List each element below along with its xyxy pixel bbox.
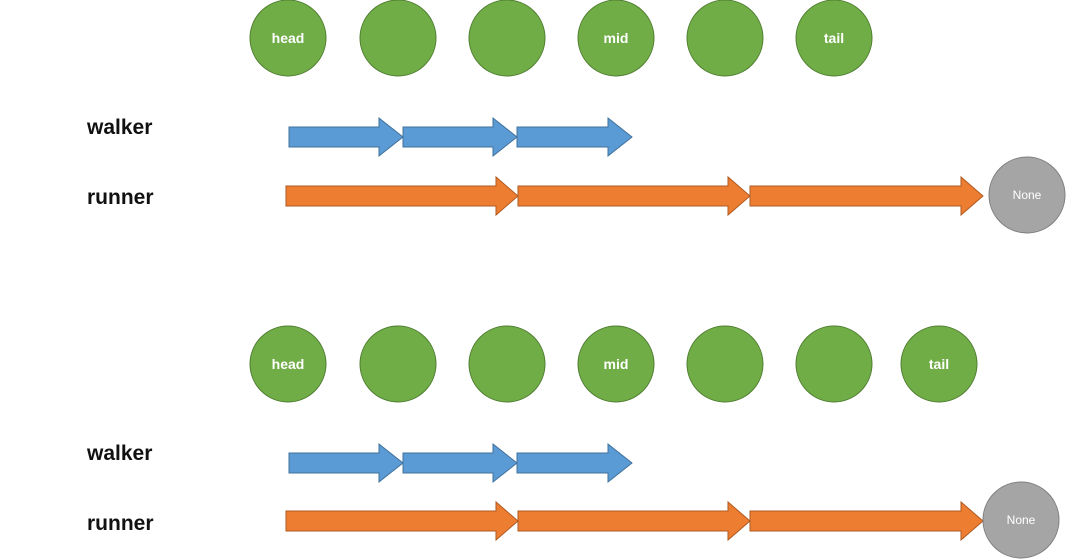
list-node [686,325,764,403]
panel-1: head mid tail walker runner None [86,0,1066,234]
node-label: tail [824,30,844,46]
none-node: None [988,156,1066,234]
node-circle [795,0,873,77]
walker-step-arrow [402,442,518,484]
runner-step-arrow [285,500,519,542]
node-circle [359,325,437,403]
walker-step-arrow [516,442,633,484]
list-node [468,325,546,403]
node-label: head [272,30,305,46]
runner-step-arrow [749,175,984,217]
node-circle [468,325,546,403]
node-circle [468,0,546,77]
walker-step-arrow [402,116,518,158]
node-circle [359,0,437,77]
runner-step-arrow [749,500,984,542]
runner-step-arrow [517,500,751,542]
node-circle [577,0,655,77]
list-node: tail [795,0,873,77]
list-node: tail [900,325,978,403]
node-circle [249,0,327,77]
list-node [359,325,437,403]
list-node: head [249,325,327,403]
list-node [468,0,546,77]
panel-2: head mid tail walker runner None [86,325,1060,559]
node-label: mid [604,30,629,46]
walker-label: walker [86,442,152,465]
none-circle [988,156,1066,234]
list-node: mid [577,0,655,77]
node-circle [577,325,655,403]
list-node [359,0,437,77]
none-label: None [1007,513,1036,527]
runner-label: runner [87,512,154,535]
walker-label: walker [86,116,152,139]
node-circle [795,325,873,403]
none-label: None [1013,188,1042,202]
none-node: None [982,481,1060,559]
runner-step-arrow [285,175,519,217]
node-circle [900,325,978,403]
node-circle [249,325,327,403]
none-circle [982,481,1060,559]
walker-step-arrow [288,442,404,484]
walker-step-arrow [288,116,404,158]
walker-step-arrow [516,116,633,158]
runner-step-arrow [517,175,751,217]
node-label: tail [929,356,949,372]
node-label: mid [604,356,629,372]
list-node [686,0,764,77]
list-node [795,325,873,403]
node-circle [686,0,764,77]
node-label: head [272,356,305,372]
runner-label: runner [87,186,154,209]
list-node: mid [577,325,655,403]
node-circle [686,325,764,403]
list-node: head [249,0,327,77]
